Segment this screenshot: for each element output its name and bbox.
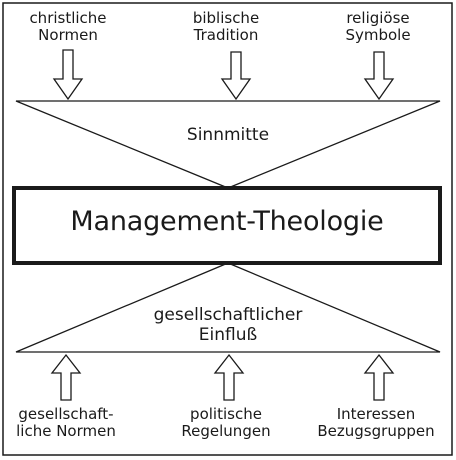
top-input-label: religiöse Symbole — [345, 9, 411, 45]
lower-funnel — [15, 262, 441, 353]
down-arrow-icon — [220, 51, 252, 101]
outer-frame — [2, 2, 453, 456]
upper-funnel — [15, 100, 441, 189]
up-arrow-icon — [50, 353, 82, 401]
center-title: Management-Theologie — [70, 206, 384, 237]
up-arrow-icon — [363, 353, 395, 401]
upper-label: Sinnmitte — [186, 125, 270, 145]
down-arrow-icon — [52, 49, 84, 101]
center-box — [12, 186, 442, 265]
top-input-label: christliche Normen — [29, 9, 107, 45]
bottom-input-label: gesellschaft- liche Normen — [16, 405, 116, 441]
down-arrow-icon — [363, 51, 395, 101]
top-input-label: biblische Tradition — [192, 9, 260, 45]
bottom-input-label: politische Regelungen — [181, 405, 271, 441]
bottom-input-label: Interessen Bezugsgruppen — [317, 405, 435, 441]
lower-label: gesellschaftlicher Einfluß — [153, 305, 303, 345]
up-arrow-icon — [213, 353, 245, 401]
